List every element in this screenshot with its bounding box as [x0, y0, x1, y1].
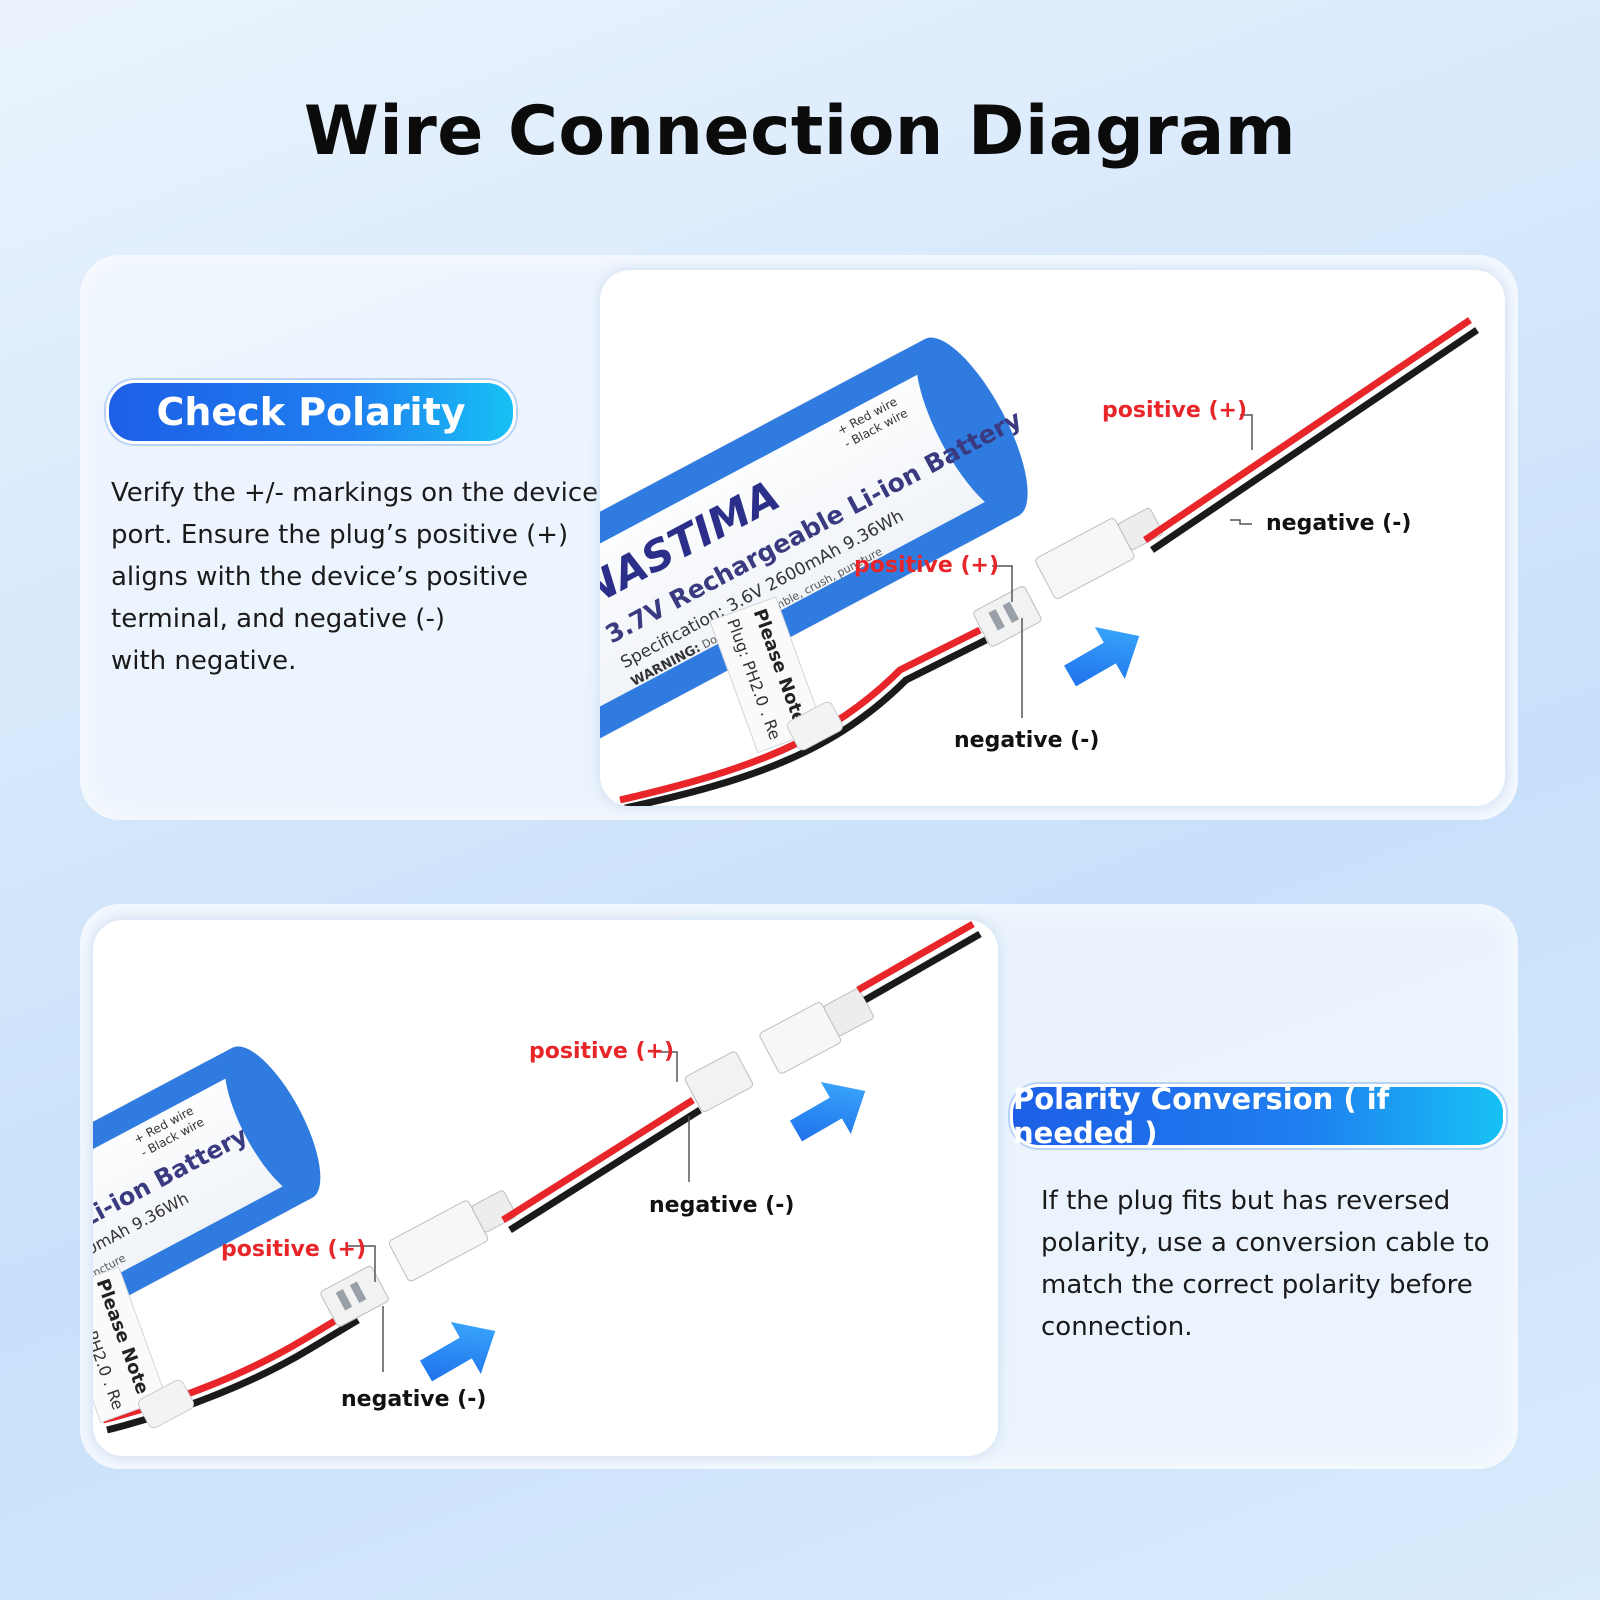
desc-line: terminal, and negative (-): [111, 604, 445, 634]
check-polarity-heading: Check Polarity: [106, 380, 516, 444]
label-negative-cable: negative (-): [649, 1193, 794, 1218]
label-positive-cable: positive (+): [1102, 398, 1247, 423]
check-polarity-description: Verify the +/- markings on the device po…: [111, 472, 601, 682]
battery-plug: [973, 586, 1042, 647]
label-positive-cable: positive (+): [529, 1039, 674, 1064]
desc-line: aligns with the device’s positive: [111, 562, 528, 592]
battery-cell: NASTIMA 3.7V Rechargeable Li-ion Battery…: [600, 337, 1028, 760]
label-negative-plug: negative (-): [954, 728, 1099, 753]
desc-line: connection.: [1041, 1312, 1193, 1342]
connection-illustration-1: NASTIMA 3.7V Rechargeable Li-ion Battery…: [600, 317, 1479, 806]
label-negative-cable: negative (-): [1266, 511, 1411, 536]
device-connector: [759, 988, 874, 1074]
cable-connector: [1035, 507, 1163, 600]
arrow-icon: [420, 1322, 496, 1382]
desc-line: If the plug fits but has reversed: [1041, 1186, 1451, 1216]
conversion-cable-connector-high: [684, 1051, 754, 1113]
arrow-icon: [1064, 627, 1140, 687]
battery-plug: [320, 1265, 389, 1327]
desc-line: Verify the +/- markings on the device: [111, 478, 599, 508]
please-note-tag: Please Note Plug: PH2.0 . Re: [93, 1266, 168, 1424]
conversion-cable-connector-low: [388, 1190, 517, 1282]
polarity-conversion-heading: Polarity Conversion ( if needed ): [1010, 1082, 1506, 1150]
arrow-icon: [790, 1082, 866, 1142]
page-title: Wire Connection Diagram: [303, 92, 1297, 171]
label-positive-plug: positive (+): [221, 1237, 366, 1262]
battery-photo-2: able Li-ion Battery V 2600mAh 9.36Wh cru…: [93, 920, 998, 1456]
desc-line: port. Ensure the plug’s positive (+): [111, 520, 569, 550]
battery-photo-1: NASTIMA 3.7V Rechargeable Li-ion Battery…: [600, 270, 1505, 806]
battery-cell: able Li-ion Battery V 2600mAh 9.36Wh cru…: [93, 1046, 321, 1442]
polarity-conversion-description: If the plug fits but has reversed polari…: [1041, 1180, 1501, 1348]
desc-line: match the correct polarity before: [1041, 1270, 1473, 1300]
connection-illustration-2: able Li-ion Battery V 2600mAh 9.36Wh cru…: [93, 920, 982, 1442]
label-positive-plug: positive (+): [854, 553, 999, 578]
label-negative-plug: negative (-): [341, 1387, 486, 1412]
desc-line: polarity, use a conversion cable to: [1041, 1228, 1490, 1258]
desc-line: with negative.: [111, 646, 297, 676]
